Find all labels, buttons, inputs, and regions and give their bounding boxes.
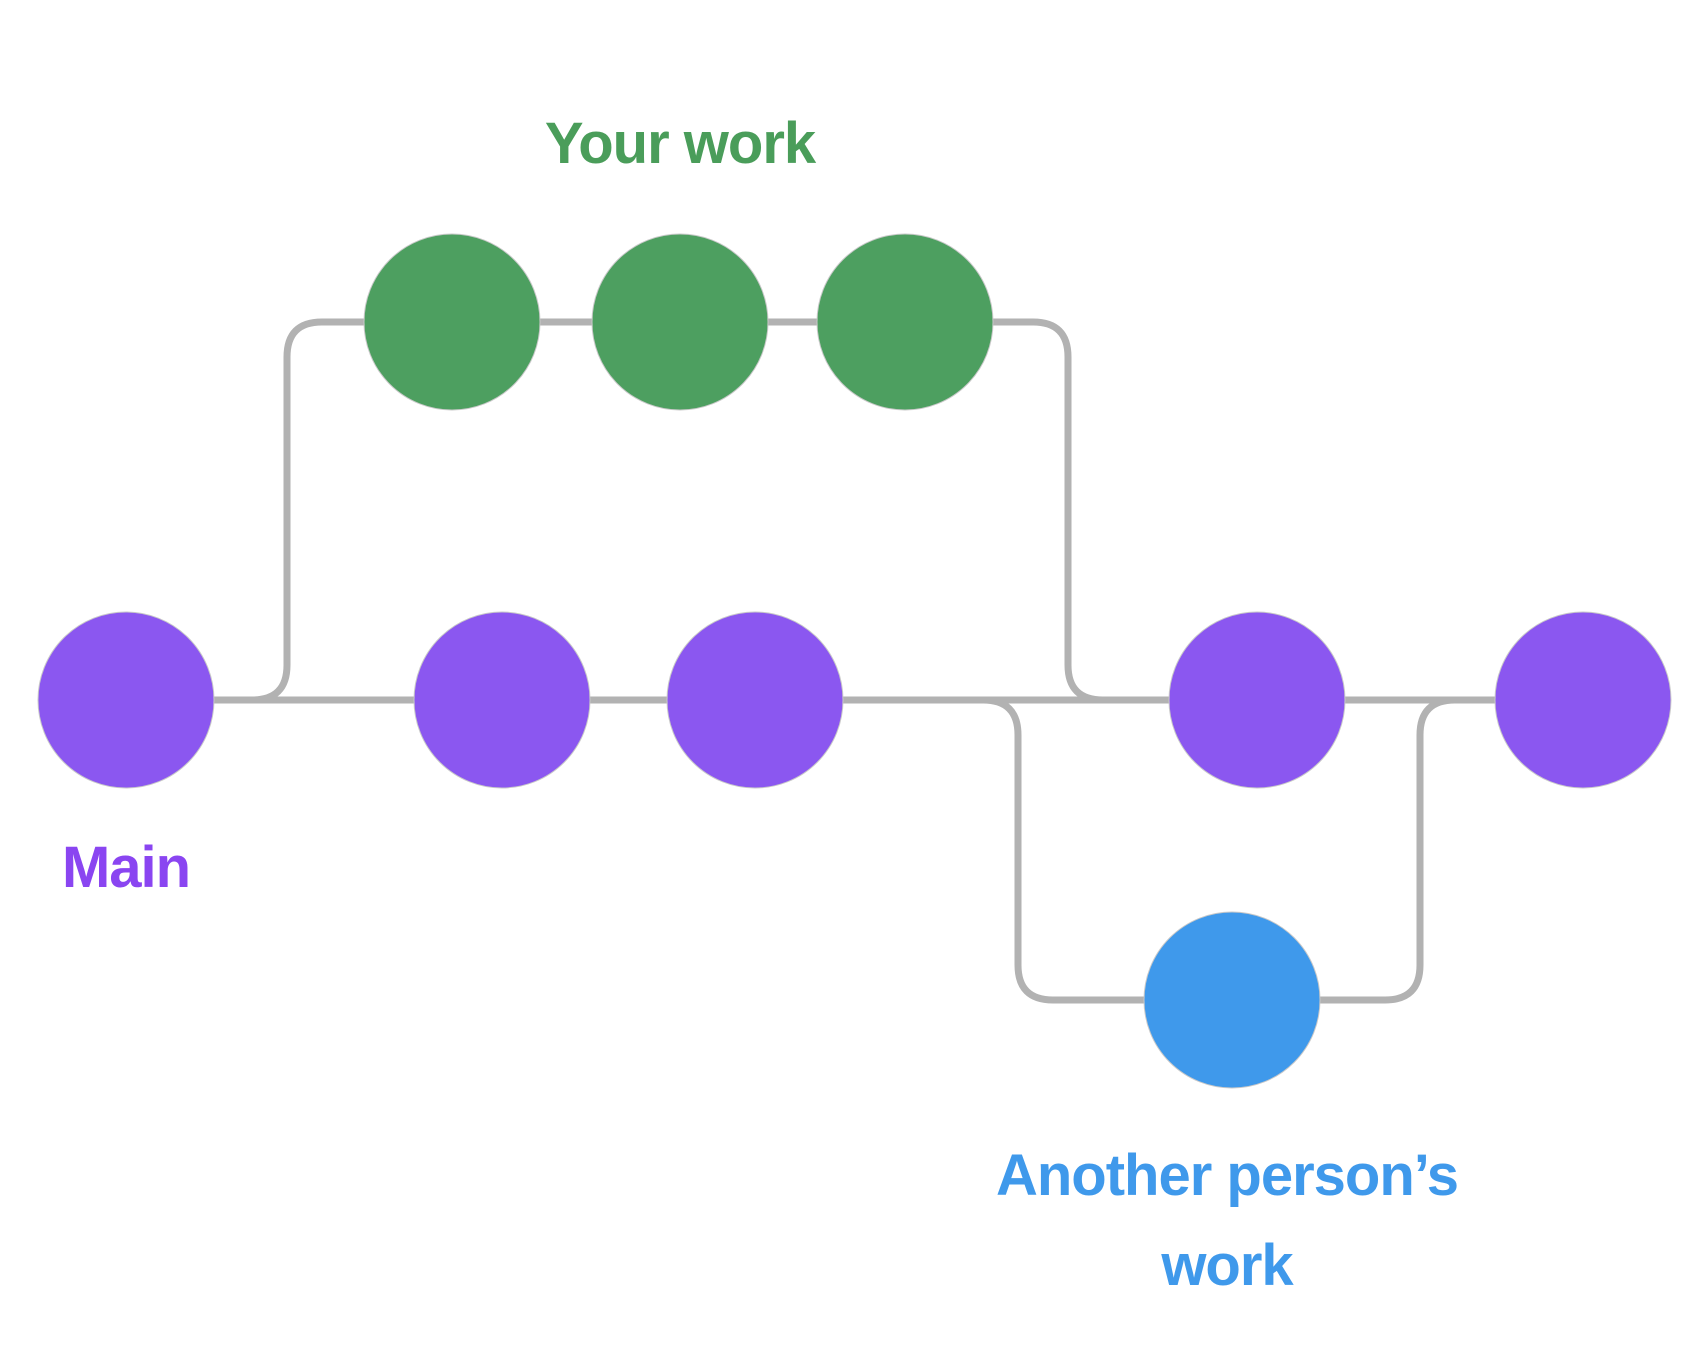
branch-label-another-line1: Another person’s	[995, 1143, 1459, 1208]
commit-node-main-commit-2	[413, 611, 591, 789]
commit-node-your-work-commit-3	[816, 233, 994, 411]
commit-node-main-commit-1	[37, 611, 215, 789]
commit-node-your-work-commit-2	[591, 233, 769, 411]
branch-label-another-line2: work	[1161, 1233, 1293, 1298]
branch-label-another-persons-work: Another person’s work	[995, 1131, 1459, 1311]
commit-node-your-work-commit-1	[363, 233, 541, 411]
commit-node-main-commit-3	[666, 611, 844, 789]
commit-node-main-commit-4	[1168, 611, 1346, 789]
branch-label-your-work: Your work	[544, 111, 816, 176]
branch-label-main: Main	[61, 835, 191, 900]
commit-node-another-persons-commit-1	[1143, 911, 1321, 1089]
commit-node-main-commit-5	[1494, 611, 1672, 789]
